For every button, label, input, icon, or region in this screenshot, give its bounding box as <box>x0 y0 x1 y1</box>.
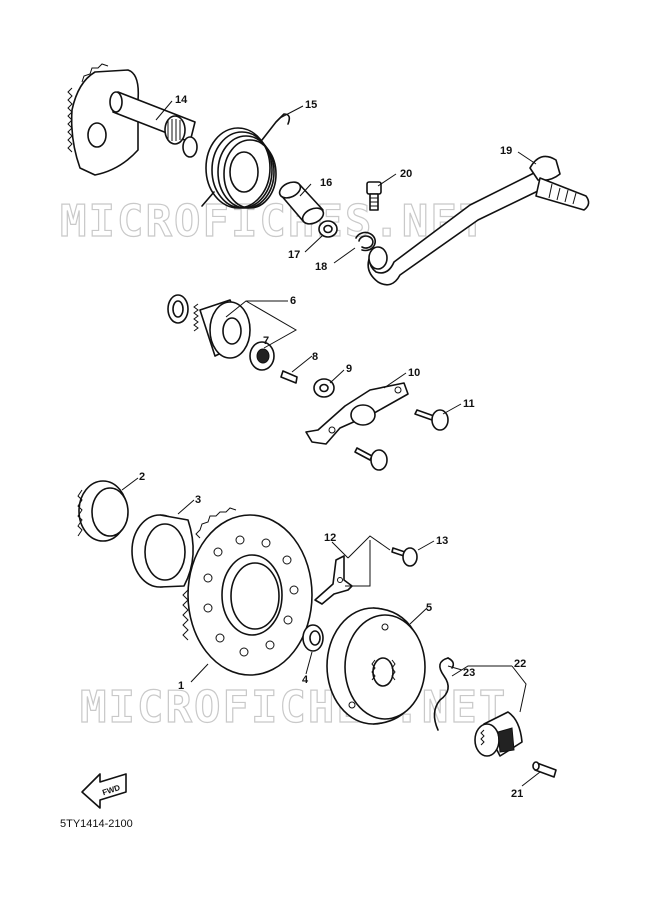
part-19-kick-crank <box>367 155 590 286</box>
part-1-starter-wheel-gear <box>182 507 313 676</box>
callout-20: 20 <box>400 168 412 180</box>
part-5-ratchet-housing <box>326 607 426 725</box>
callout-17: 17 <box>288 249 300 261</box>
part-8-pin <box>280 370 298 384</box>
callout-5: 5 <box>426 602 432 614</box>
callout-7: 7 <box>263 335 269 347</box>
part-10-stopper-plate <box>305 382 409 445</box>
part-6-kick-idle-gear <box>167 294 251 359</box>
callout-14: 14 <box>175 94 188 106</box>
part-16-collar <box>278 181 325 225</box>
part-2-one-way-clutch <box>77 480 129 542</box>
callout-13: 13 <box>436 535 448 547</box>
callout-16: 16 <box>320 177 332 189</box>
part-21-dowel-pin <box>532 761 557 778</box>
callout-23: 23 <box>463 667 475 679</box>
part-14-kick-shaft <box>67 63 198 176</box>
callout-6: 6 <box>290 295 296 307</box>
leader-lines <box>121 100 541 787</box>
fwd-arrow-icon: FWD <box>81 773 127 809</box>
part-4-washer <box>302 624 324 652</box>
watermark-bottom: MICROFICHES.NET <box>80 682 507 733</box>
diagram-code: 5TY1414-2100 <box>60 818 133 830</box>
part-3-clutch-ring <box>131 514 194 588</box>
callout-3: 3 <box>195 494 201 506</box>
callout-12: 12 <box>324 532 336 544</box>
part-17-washer <box>318 220 338 238</box>
part-11-bolt <box>414 409 449 431</box>
part-11-bolt-lower <box>354 447 388 471</box>
callout-21: 21 <box>511 788 523 800</box>
part-22-ratchet <box>474 711 523 757</box>
callout-8: 8 <box>312 351 318 363</box>
callout-18: 18 <box>315 261 327 273</box>
callout-10: 10 <box>408 367 420 379</box>
part-9-washer <box>313 378 335 398</box>
watermark-top: MICROFICHES.NET <box>60 196 487 247</box>
callout-2: 2 <box>139 471 145 483</box>
part-18-circlip <box>355 231 376 252</box>
callout-22: 22 <box>514 658 526 670</box>
part-15-torsion-spring <box>201 113 291 209</box>
callout-11: 11 <box>463 398 475 410</box>
callout-labels: 14 15 16 17 18 19 20 6 7 8 9 10 11 2 3 1… <box>139 94 526 800</box>
part-13-bolt <box>391 547 418 567</box>
part-7-bearing <box>249 341 275 371</box>
callout-19: 19 <box>500 145 512 157</box>
part-12-ratchet-guide <box>314 555 353 605</box>
callout-4: 4 <box>302 674 309 686</box>
callout-1: 1 <box>178 680 184 692</box>
part-20-bolt <box>366 181 382 211</box>
callout-15: 15 <box>305 99 317 111</box>
callout-9: 9 <box>346 363 352 375</box>
